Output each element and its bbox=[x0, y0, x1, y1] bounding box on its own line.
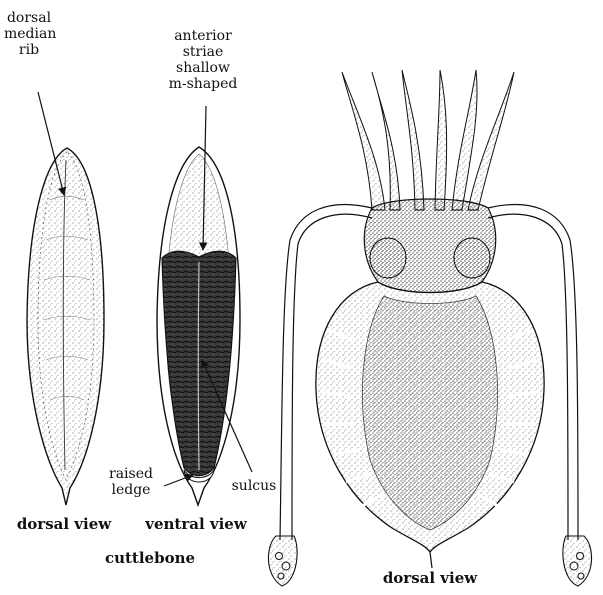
cuttlefish-dorsal bbox=[268, 70, 591, 586]
label-line: raised bbox=[104, 466, 158, 482]
cuttlebone-ventral bbox=[157, 147, 240, 505]
label-line: shallow bbox=[158, 60, 248, 76]
label-line: striae bbox=[158, 44, 248, 60]
label-line: anterior bbox=[158, 28, 248, 44]
caption-dorsal-view-cuttlefish: dorsal view bbox=[380, 570, 480, 586]
cuttlebone-dorsal bbox=[27, 148, 104, 505]
label-line: rib bbox=[4, 42, 54, 58]
label-dorsal-median-rib: dorsal median rib bbox=[4, 10, 54, 58]
label-sulcus: sulcus bbox=[224, 478, 284, 494]
label-raised-ledge: raised ledge bbox=[104, 466, 158, 498]
caption-cuttlebone: cuttlebone bbox=[100, 550, 200, 566]
label-line: dorsal bbox=[4, 10, 54, 26]
label-line: ledge bbox=[104, 482, 158, 498]
caption-ventral-view: ventral view bbox=[140, 516, 252, 532]
label-line: m-shaped bbox=[158, 76, 248, 92]
caption-dorsal-view-cuttlebone: dorsal view bbox=[14, 516, 114, 532]
label-anterior-striae: anterior striae shallow m-shaped bbox=[158, 28, 248, 92]
label-line: median bbox=[4, 26, 54, 42]
